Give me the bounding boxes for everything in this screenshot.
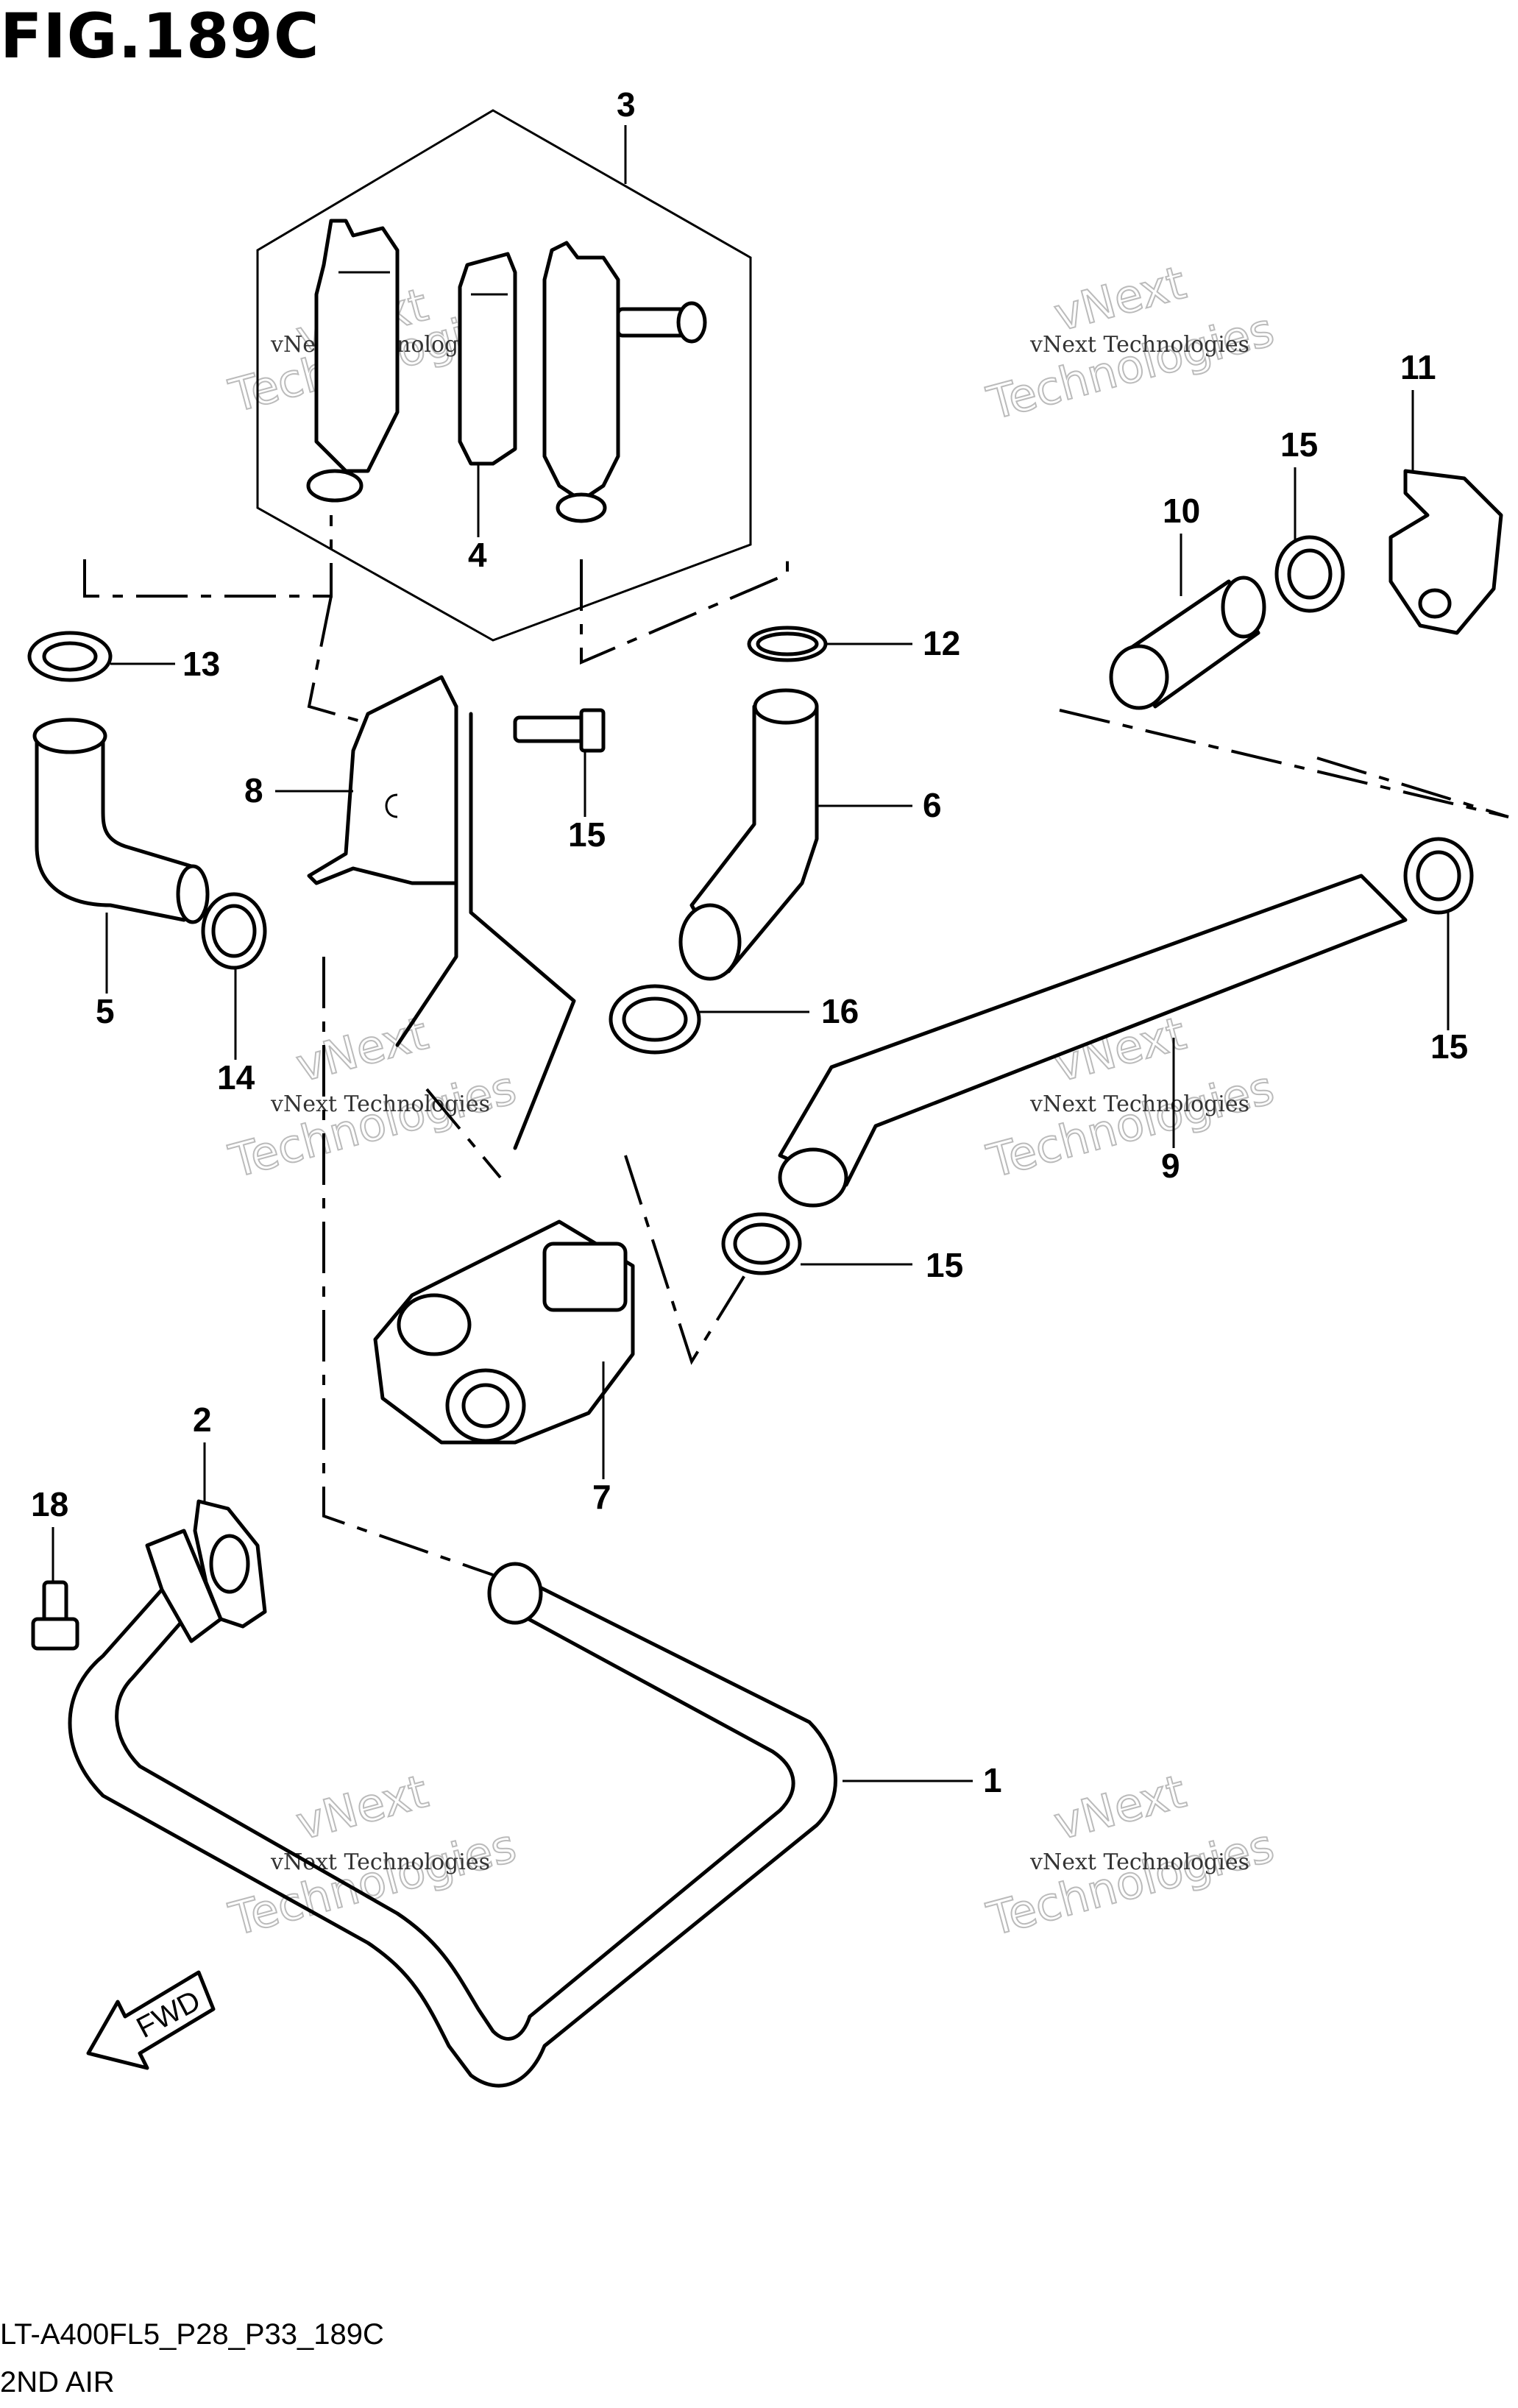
watermark-mid-left: Technologies vNext vNext Technologies (223, 1005, 522, 1189)
svg-text:Technologies: Technologies (982, 1060, 1280, 1189)
callout-12: 12 (923, 624, 960, 662)
clamp-16 (609, 984, 701, 1055)
reed-valve-housing (542, 241, 620, 523)
callout-1: 1 (983, 1761, 1002, 1799)
callout-7: 7 (592, 1478, 611, 1516)
callout-16: 16 (821, 992, 859, 1030)
callout-15-middle: 15 (926, 1246, 963, 1284)
svg-text:vNext Technologies: vNext Technologies (1029, 1849, 1249, 1875)
callouts: 3 4 11 15 10 12 13 8 6 15 5 16 15 14 9 1… (31, 85, 1468, 1799)
svg-text:Technologies: Technologies (982, 1819, 1280, 1947)
reed-valve-gasket (458, 252, 517, 466)
elbow-11 (1388, 469, 1503, 635)
callout-10: 10 (1163, 492, 1200, 530)
hose-9 (778, 874, 1408, 1208)
callout-5: 5 (96, 992, 115, 1030)
watermark-top-right: Technologies vNext vNext Technologies (981, 255, 1280, 431)
callout-13: 13 (182, 645, 220, 683)
gasket-2 (193, 1499, 267, 1629)
callout-9: 9 (1161, 1147, 1180, 1185)
callout-3: 3 (617, 85, 636, 124)
pipe-1 (68, 1529, 837, 2088)
bolt-18 (31, 1580, 79, 1651)
svg-text:vNext: vNext (1049, 1764, 1191, 1850)
clamp-15-middle (721, 1212, 802, 1275)
hose-6 (678, 688, 819, 981)
callout-11: 11 (1400, 348, 1436, 386)
o-ring-12 (747, 626, 828, 662)
callout-15-top: 15 (1280, 425, 1318, 464)
callout-18: 18 (31, 1485, 68, 1523)
callout-14: 14 (217, 1058, 255, 1097)
clamp-15-top (1274, 535, 1345, 613)
svg-text:vNext: vNext (291, 1006, 433, 1092)
figure-title: FIG.189C (0, 0, 320, 72)
svg-text:vNext Technologies: vNext Technologies (1029, 332, 1249, 358)
callout-15-right: 15 (1430, 1027, 1468, 1066)
air-valve-7 (373, 1219, 635, 1445)
svg-text:Technologies: Technologies (224, 1060, 522, 1189)
fwd-arrow-icon: FWD (86, 1970, 216, 2070)
clamp-14 (201, 892, 267, 970)
pipe-10 (1109, 576, 1266, 710)
callout-8: 8 (244, 771, 263, 810)
svg-text:vNext Technologies: vNext Technologies (270, 1091, 490, 1117)
bolt-17 (513, 708, 606, 753)
drawing-code: LT-A400FL5_P28_P33_189C (0, 2318, 384, 2351)
svg-text:vNext Technologies: vNext Technologies (1029, 1091, 1249, 1117)
callout-2: 2 (193, 1400, 212, 1439)
clamp-13 (27, 631, 113, 682)
kit-outline (256, 109, 752, 642)
callout-6: 6 (923, 786, 942, 824)
reed-valve-cover (306, 219, 400, 503)
bracket (307, 675, 458, 885)
clamp-15-right (1403, 837, 1474, 915)
reed-valve-screw (616, 301, 707, 344)
watermark-bottom-right: Technologies vNext vNext Technologies (981, 1763, 1280, 1947)
svg-text:vNext Technologies: vNext Technologies (270, 1849, 490, 1875)
figure-name: 2ND AIR (0, 2366, 115, 2398)
watermark-bottom-left: Technologies vNext vNext Technologies (223, 1763, 522, 1947)
callout-17: 15 (568, 815, 606, 854)
callout-4: 4 (468, 536, 487, 574)
svg-text:vNext: vNext (291, 1764, 433, 1850)
hose-5 (32, 718, 210, 924)
